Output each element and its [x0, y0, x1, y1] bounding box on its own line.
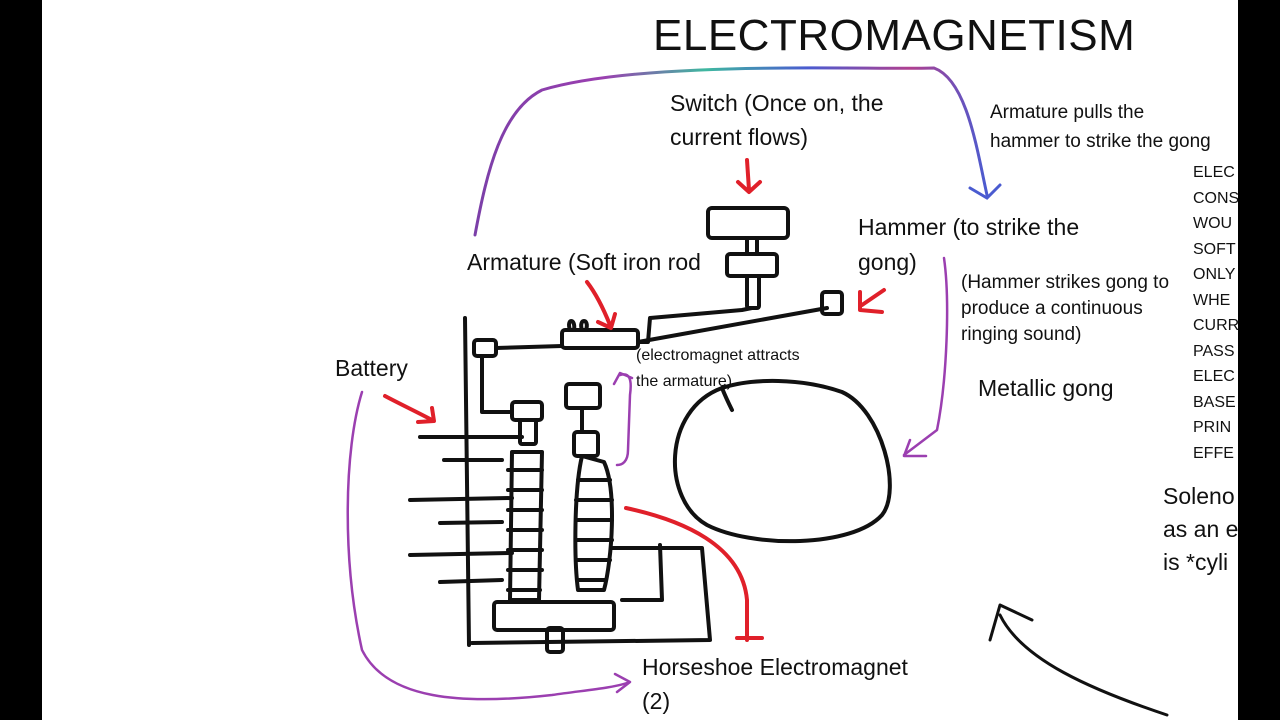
coil-right-top [564, 382, 602, 410]
side-note-line: BASE [1193, 393, 1236, 411]
side-note-line: ELEC [1193, 164, 1235, 181]
coil-left-top [510, 400, 544, 422]
left-terminal [472, 338, 498, 358]
hammer-arm [636, 306, 829, 344]
side-note-line: PRIN [1193, 419, 1232, 436]
doorbell-diagram [346, 66, 1169, 717]
coil-right-cap [572, 430, 600, 458]
side-note-line: PASS [1193, 342, 1235, 360]
attracts-arrowhead [612, 371, 634, 386]
base-wire [470, 543, 712, 645]
attracts-bracket [615, 373, 632, 467]
attracts-line1: (electromagnet attracts [636, 347, 800, 364]
battery-to-electromagnet-arc [346, 390, 629, 701]
coil-left-cap [518, 418, 538, 446]
side-note-line: WHE [1193, 291, 1231, 309]
gong-hook [720, 386, 734, 412]
hammer-label-line1: Hammer (to strike the [858, 214, 1080, 240]
rainbow-arc-arrow [473, 66, 989, 237]
switch-label-line2: current flows) [670, 124, 809, 150]
battery-plate [408, 496, 514, 502]
hammer-arrow [858, 288, 886, 314]
coil-left-windings [506, 468, 544, 592]
side-notes: ELEC CONS WOU SOFT ONLY WHE CURR PASS EL… [1193, 160, 1238, 466]
base-connector [545, 626, 565, 654]
switch-label-line1: Switch (Once on, the [670, 90, 884, 116]
armature-arrow [585, 280, 617, 330]
hammer-strikes-line3: ringing sound) [961, 324, 1082, 345]
switch-middle [725, 252, 779, 278]
electromagnet-arrow [624, 506, 764, 642]
coil-right-windings [574, 478, 614, 582]
armature-pulls-line1: Armature pulls the [990, 102, 1145, 123]
gong-arrow [902, 256, 949, 458]
solenoid-note-line: is *cyli [1163, 549, 1229, 575]
solenoid-note-line: Soleno [1163, 483, 1235, 509]
battery-label: Battery [335, 355, 408, 381]
switch-stem [745, 236, 759, 256]
base-plate [492, 600, 616, 632]
horseshoe-label-line2: (2) [642, 688, 671, 714]
battery-arrow [383, 394, 436, 424]
horseshoe-label-line1: Horseshoe Electromagnet [642, 654, 908, 680]
metallic-gong [672, 378, 892, 544]
hammer-strikes-line1: (Hammer strikes gong to [961, 272, 1170, 293]
switch-top [706, 206, 790, 240]
solenoid-note: Soleno as an e is *cyli [1163, 480, 1238, 579]
solenoid-arrow [998, 613, 1169, 717]
side-note-line: SOFT [1193, 240, 1236, 258]
coil-left-core [508, 450, 544, 602]
armature-pulls-line2: hammer to strike the gong [990, 131, 1211, 152]
gong-label: Metallic gong [978, 375, 1114, 401]
left-wire [480, 354, 514, 414]
armature-spring [567, 319, 589, 332]
attracts-line2: the armature) [636, 373, 733, 390]
switch-arrow [736, 158, 762, 194]
side-note-line: EFFE [1193, 444, 1234, 462]
side-note-line: ELEC [1193, 368, 1235, 385]
armature-rod [560, 328, 640, 350]
solenoid-note-line: as an e [1163, 516, 1238, 542]
side-note-line: CURR [1193, 317, 1238, 334]
coil-right-core [573, 454, 614, 592]
battery-plate [408, 551, 514, 557]
whiteboard-canvas: ELECTROMAGNETISM Switch (Once on, the cu… [42, 0, 1238, 720]
rainbow-arc-arrowhead [968, 183, 1002, 200]
page-title: ELECTROMAGNETISM [653, 11, 1136, 60]
armature-label: Armature (Soft iron rod [467, 249, 701, 275]
side-note-line: WOU [1193, 215, 1233, 232]
solenoid-arrowhead [988, 603, 1034, 642]
side-note-line: CONS [1193, 189, 1238, 207]
battery-plate [438, 520, 504, 525]
circuit-wire-vertical [463, 316, 471, 647]
battery-plate [438, 578, 504, 584]
battery-arc-arrowhead [613, 672, 632, 694]
hammer-head [820, 290, 844, 316]
switch-post [745, 274, 761, 310]
hammer-strikes-line2: produce a continuous [961, 298, 1143, 319]
hammer-label-line2: gong) [858, 249, 917, 275]
side-note-line: ONLY [1193, 266, 1236, 283]
